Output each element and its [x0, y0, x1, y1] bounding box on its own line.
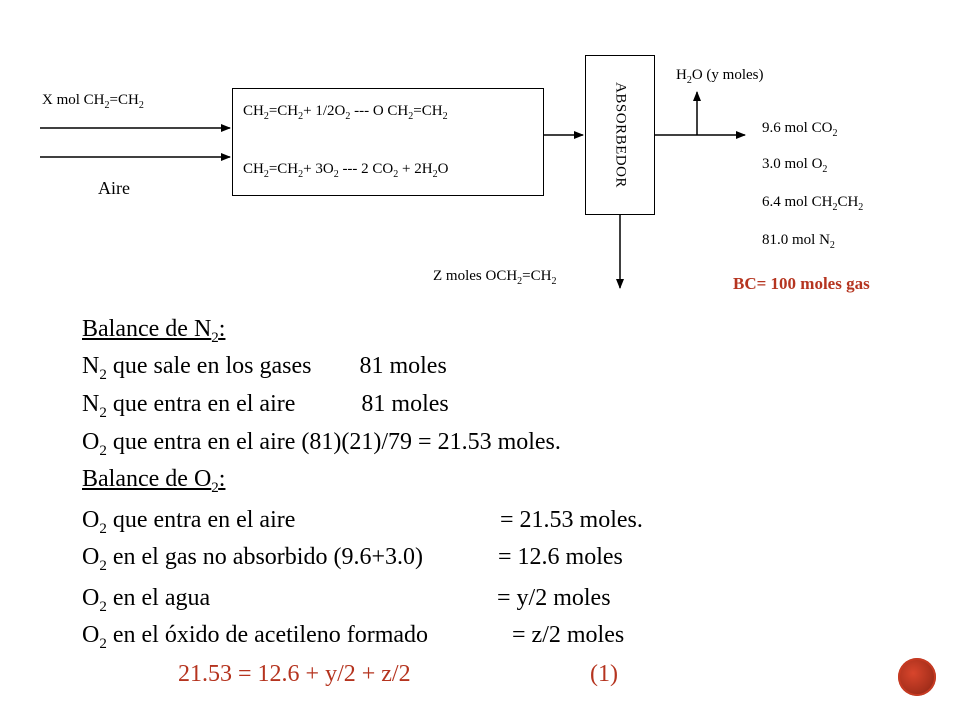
feed-air-label: Aire	[98, 178, 130, 198]
reactor-box	[232, 88, 544, 196]
oxide-out-label: Z moles OCH2=CH2	[433, 268, 557, 287]
o2-water-line: O2 en el agua	[82, 585, 211, 615]
reaction-2: CH2=CH2+ 3O2 --- 2 CO2 + 2H2O	[243, 161, 449, 180]
logo-icon	[898, 658, 936, 696]
absorber-label: ABSORBEDOR	[612, 82, 629, 188]
n2-out-line: N2 que sale en los gases 81 moles	[82, 353, 447, 383]
absorber-box	[585, 55, 655, 215]
o2-gas-line: O2 en el gas no absorbido (9.6+3.0)	[82, 544, 423, 574]
gas-out-ethylene: 6.4 mol CH2CH2	[762, 194, 864, 213]
n2-in-line: N2 que entra en el aire 81 moles	[82, 391, 449, 421]
o2-oxide-line: O2 en el óxido de acetileno formado	[82, 622, 429, 652]
o2-in-air-line: O2 que entra en el aire	[82, 507, 296, 537]
feed-ethylene-label: X mol CH2=CH2	[42, 92, 144, 111]
gas-out-co2: 9.6 mol CO2	[762, 120, 838, 139]
o2-gas-value: = 12.6 moles	[498, 544, 623, 570]
water-out-label: H2O (y moles)	[676, 67, 764, 86]
o2-water-value: = y/2 moles	[497, 585, 611, 611]
o2-oxide-value: = z/2 moles	[512, 622, 625, 648]
o2-balance-heading: Balance de O2:	[82, 466, 226, 496]
basis-label: BC= 100 moles gas	[733, 274, 870, 293]
n2-balance-heading: Balance de N2:	[82, 316, 226, 346]
reaction-1: CH2=CH2+ 1/2O2 --- O CH2=CH2	[243, 103, 448, 122]
o2-equation-number: (1)	[590, 661, 618, 687]
o2-in-air-value: = 21.53 moles.	[500, 507, 643, 533]
o2-in-air-calc-line: O2 que entra en el aire (81)(21)/79 = 21…	[82, 429, 561, 459]
gas-out-o2: 3.0 mol O2	[762, 156, 828, 175]
gas-out-n2: 81.0 mol N2	[762, 232, 835, 251]
o2-equation: 21.53 = 12.6 + y/2 + z/2	[178, 661, 411, 687]
